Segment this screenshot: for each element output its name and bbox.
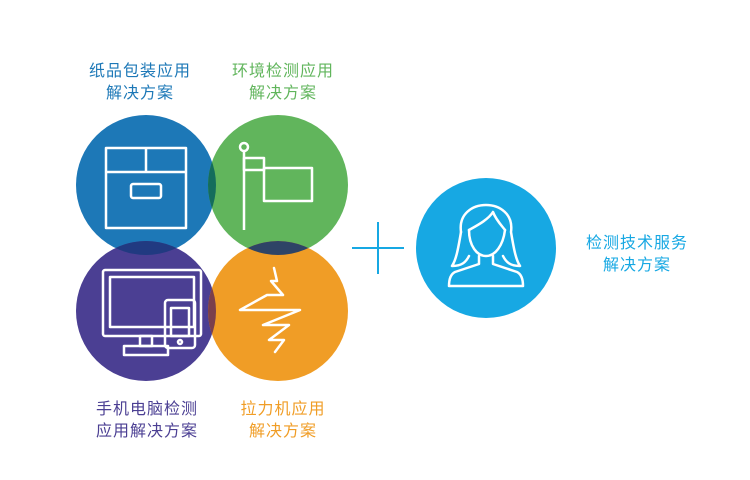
paper-packaging-label-line2: 解决方案: [105, 83, 174, 102]
tensile-machine-label-line2: 解决方案: [248, 421, 317, 440]
testing-service-circle[interactable]: [416, 178, 556, 318]
phone-computer-testing-label: 手机电脑检测 应用解决方案: [62, 398, 232, 442]
environment-testing-label-line1: 环境检测应用: [231, 61, 334, 80]
testing-service-label-line1: 检测技术服务: [585, 233, 688, 252]
paper-packaging-label-line1: 纸品包装应用: [88, 61, 191, 80]
tensile-machine-label: 拉力机应用 解决方案: [218, 398, 348, 442]
testing-service-label-line2: 解决方案: [602, 255, 671, 274]
testing-service-label: 检测技术服务 解决方案: [562, 232, 712, 276]
plus-icon: [352, 222, 404, 274]
environment-testing-label-line2: 解决方案: [248, 83, 317, 102]
person-icon: [447, 203, 525, 288]
environment-testing-circle[interactable]: [208, 115, 348, 255]
tensile-machine-label-line1: 拉力机应用: [240, 399, 326, 418]
environment-testing-label: 环境检测应用 解决方案: [218, 60, 348, 104]
phone-computer-testing-label-line2: 应用解决方案: [95, 421, 198, 440]
paper-packaging-label: 纸品包装应用 解决方案: [80, 60, 200, 104]
phone-computer-testing-label-line1: 手机电脑检测: [95, 399, 198, 418]
flag-icon: [238, 141, 314, 230]
devices-icon: [101, 268, 203, 357]
waveform-icon: [238, 266, 302, 354]
box-icon: [104, 146, 188, 230]
